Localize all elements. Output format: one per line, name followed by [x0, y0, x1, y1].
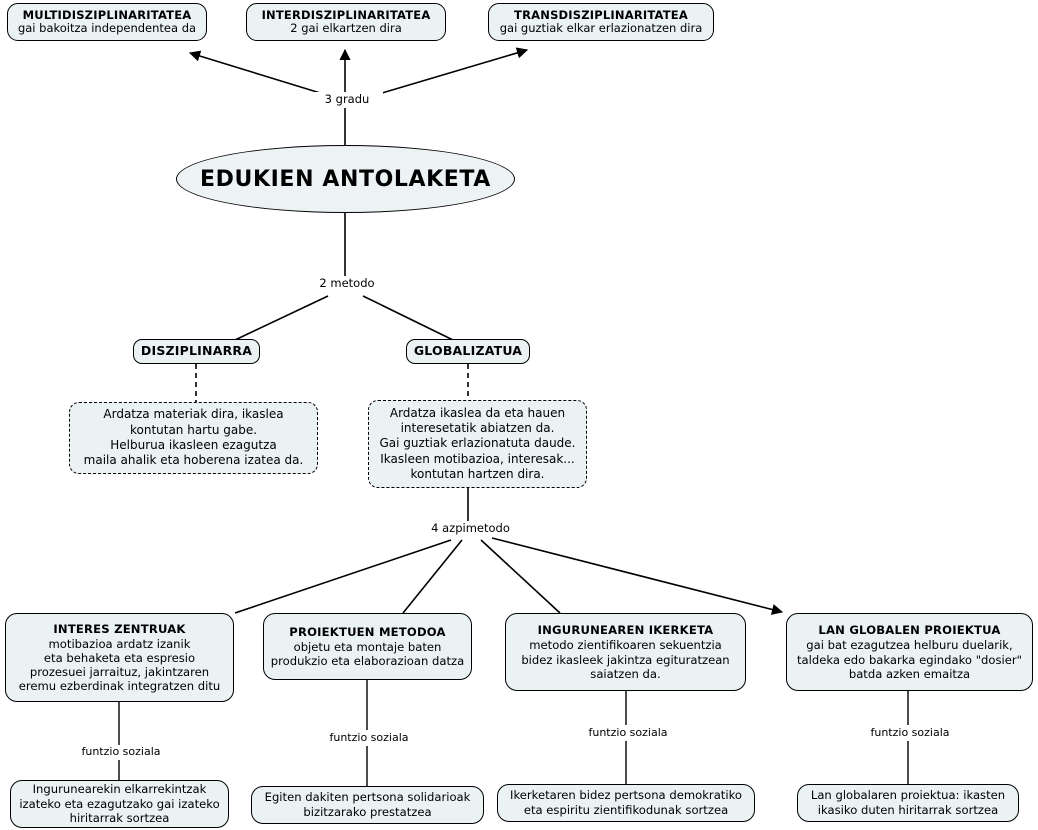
- node-title: INGURUNEAREN IKERKETA: [537, 623, 714, 638]
- node-line: taldeka edo bakarka egindako "dosier": [797, 652, 1022, 667]
- node-line: batda azken emaitza: [848, 666, 971, 681]
- edge-label-funtzio-soziala-4: funtzio soziala: [857, 726, 963, 739]
- note-line: Ardatza materiak dira, ikaslea: [103, 407, 284, 422]
- node-line: bidez ikasleek jakintza egituratzean: [521, 652, 730, 667]
- edge-metodo-to-globalizatua: [362, 295, 454, 341]
- node-line: eta espiritu zientifikodunak sortzea: [523, 803, 729, 817]
- node-subtitle: gai guztiak elkar erlazionatzen dira: [499, 21, 703, 35]
- edge-label-gradu: 3 gradu: [311, 92, 383, 106]
- edge-azpimetodo-to-ingurunearen-ikerketa: [480, 539, 561, 614]
- node-line: objetu eta montaje baten: [293, 639, 442, 654]
- node-disziplinarra[interactable]: DISZIPLINARRA: [133, 339, 260, 364]
- note-globalizatua: Ardatza ikaslea da eta hauen interesetat…: [368, 400, 587, 488]
- node-subtitle: 2 gai elkartzen dira: [290, 21, 402, 35]
- node-line: prozesuei jarraituz, jakintzaren: [29, 665, 210, 680]
- node-line: motibazioa ardatz izanik: [48, 636, 191, 651]
- edge-metodo-to-disziplinarra: [234, 295, 329, 341]
- node-edukien-antolaketa[interactable]: EDUKIEN ANTOLAKETA: [176, 145, 515, 213]
- node-line: eremu ezberdinak integratzen ditu: [18, 679, 221, 694]
- note-line: Ardatza ikaslea da eta hauen: [389, 405, 566, 420]
- node-line: metodo zientifikoaren sekuentzia: [529, 638, 722, 653]
- node-title: INTERES ZENTRUAK: [53, 621, 186, 636]
- node-line: saiatzen da.: [590, 666, 661, 681]
- node-lan-globalen-proiektua[interactable]: LAN GLOBALEN PROIEKTUA gai bat ezagutzea…: [786, 613, 1033, 691]
- node-title: LAN GLOBALEN PROIEKTUA: [818, 623, 1001, 638]
- edge-label-funtzio-soziala-2: funtzio soziala: [316, 731, 422, 744]
- note-line: kontutan hartzen dira.: [410, 467, 545, 482]
- node-title: TRANSDISZIPLINARITATEA: [514, 7, 688, 22]
- node-line: Lan globalaren proiektua: ikasten: [810, 788, 1006, 803]
- node-transdisziplinaritatea[interactable]: TRANSDISZIPLINARITATEA gai guztiak elkar…: [488, 3, 714, 41]
- note-line: maila ahalik eta hoberena izatea da.: [83, 453, 304, 468]
- note-line: Helburua ikasleen ezagutza: [110, 438, 277, 452]
- node-line: produkzio eta elaborazioan datza: [270, 654, 465, 669]
- node-globalizatua[interactable]: GLOBALIZATUA: [406, 339, 530, 364]
- node-outcome-ingurunearen-ikerketa[interactable]: Ikerketaren bidez pertsona demokratiko e…: [497, 784, 755, 822]
- node-line: Ikerketaren bidez pertsona demokratiko: [510, 788, 742, 803]
- edge-label-azpimetodo: 4 azpimetodo: [425, 521, 516, 535]
- edge-azpimetodo-to-interes-zentruak: [234, 539, 452, 614]
- center-title: EDUKIEN ANTOLAKETA: [200, 166, 491, 192]
- node-line: ikasiko duten hiritarrak sortzea: [817, 803, 999, 817]
- node-outcome-interes-zentruak[interactable]: Ingurunearekin elkarrekintzak izateko et…: [10, 780, 229, 828]
- node-multidisziplinaritatea[interactable]: MULTIDISZIPLINARITATEA gai bakoitza inde…: [7, 3, 207, 41]
- node-title: INTERDISZIPLINARITATEA: [261, 7, 431, 22]
- edge-gradu-to-multidisziplinaritatea: [188, 50, 331, 97]
- note-disziplinarra: Ardatza materiak dira, ikaslea kontutan …: [69, 402, 318, 474]
- node-ingurunearen-ikerketa[interactable]: INGURUNEAREN IKERKETA metodo zientifikoa…: [505, 613, 746, 691]
- node-line: bizitzarako prestatzea: [303, 805, 432, 819]
- edge-label-funtzio-soziala-3: funtzio soziala: [575, 726, 681, 739]
- node-title: GLOBALIZATUA: [413, 343, 523, 359]
- edge-azpimetodo-to-proiektuen-metodoa: [402, 539, 463, 614]
- node-line: gai bat ezagutzea helburu duelarik,: [806, 638, 1013, 653]
- edge-gradu-to-transdisziplinaritatea: [371, 47, 529, 97]
- node-outcome-proiektuen-metodoa[interactable]: Egiten dakiten pertsona solidarioak bizi…: [251, 786, 484, 824]
- node-proiektuen-metodoa[interactable]: PROIEKTUEN METODOA objetu eta montaje ba…: [263, 613, 472, 680]
- note-line: interesetatik abiatzen da.: [400, 420, 555, 435]
- node-interes-zentruak[interactable]: INTERES ZENTRUAK motibazioa ardatz izani…: [5, 613, 234, 702]
- edge-azpimetodo-to-lan-globalen-proiektua: [491, 537, 784, 615]
- note-line: Gai guztiak erlazionatuta daude.: [379, 436, 576, 451]
- note-line: Ikasleen motibazioa, interesak...: [380, 451, 575, 466]
- node-line: izateko eta ezagutzako gai izateko: [19, 796, 220, 811]
- node-title: DISZIPLINARRA: [140, 343, 253, 359]
- edge-label-funtzio-soziala-1: funtzio soziala: [68, 745, 174, 758]
- node-interdisziplinaritatea[interactable]: INTERDISZIPLINARITATEA 2 gai elkartzen d…: [246, 3, 446, 41]
- node-line: eta behaketa eta espresio: [43, 650, 196, 665]
- node-outcome-lan-globalen-proiektua[interactable]: Lan globalaren proiektua: ikasten ikasik…: [797, 784, 1019, 822]
- node-title: PROIEKTUEN METODOA: [289, 624, 446, 639]
- node-subtitle: gai bakoitza independentea da: [17, 21, 197, 35]
- node-line: Ingurunearekin elkarrekintzak: [32, 782, 207, 797]
- node-line: hiritarrak sortzea: [69, 811, 170, 826]
- edge-label-metodo: 2 metodo: [311, 276, 383, 290]
- node-title: MULTIDISZIPLINARITATEA: [22, 7, 192, 22]
- node-line: Egiten dakiten pertsona solidarioak: [264, 790, 471, 805]
- note-line: kontutan hartu gabe.: [129, 422, 258, 437]
